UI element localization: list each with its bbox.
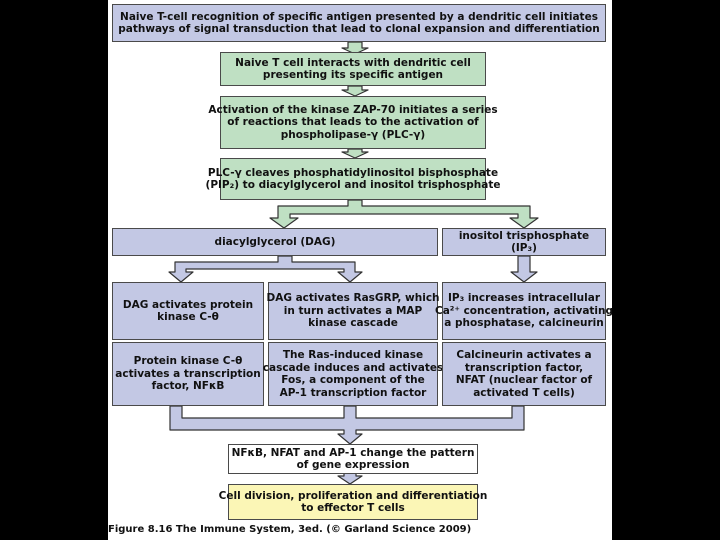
merge-line-1: NFκB, NFAT and AP-1 change the pattern (231, 446, 475, 459)
c2b-line-3: Fos, a component of the (281, 374, 425, 386)
c2a-line-2: in turn activates a MAP (283, 304, 423, 317)
column-box-dag-rasgrp: DAG activates RasGRP, which in turn acti… (266, 282, 440, 340)
column-box-pkc-nfkb: Protein kinase C-θ activates a transcrip… (112, 342, 264, 406)
step3-line-1: PLC-γ cleaves phosphatidylinositol bisph… (207, 166, 499, 179)
header-line-2: pathways of signal transduction that lea… (118, 23, 600, 35)
final-line-1: Cell division, proliferation and differe… (218, 489, 488, 502)
column-box-dag-pkc: DAG activates protein kinase C-θ (112, 282, 264, 340)
c2a-line-3: kinase cascade (308, 317, 398, 330)
c2b-line-1: The Ras-induced kinase (282, 349, 424, 361)
branch-dag-label: diacylglycerol (DAG) (214, 235, 336, 248)
merge-line-2: of gene expression (296, 459, 410, 471)
step2-line-1: Activation of the kinase ZAP-70 initiate… (208, 103, 498, 116)
step2-line-2: of reactions that leads to the activatio… (227, 116, 479, 129)
c3b-line-3: NFAT (nuclear factor of (455, 374, 593, 386)
c3a-line-3: a phosphatase, calcineurin (444, 317, 604, 330)
column-box-ip3-calcium: IP₃ increases intracellular Ca²⁺ concent… (435, 282, 613, 340)
final-line-2: to effector T cells (301, 502, 405, 514)
step1-line-1: Naive T cell interacts with dendritic ce… (235, 56, 471, 69)
final-box-effector-cells: Cell division, proliferation and differe… (219, 484, 487, 520)
step-box-zap70-activation: Activation of the kinase ZAP-70 initiate… (208, 96, 498, 149)
step-box-plc-cleavage: PLC-γ cleaves phosphatidylinositol bisph… (206, 158, 500, 200)
step2-line-3: phospholipase-γ (PLC-γ) (280, 128, 426, 141)
merge-box-gene-expression: NFκB, NFAT and AP-1 change the pattern o… (228, 444, 478, 474)
step-box-t-cell-interaction: Naive T cell interacts with dendritic ce… (220, 52, 486, 86)
c1a-line-2: kinase C-θ (157, 311, 219, 323)
c3a-line-2: Ca²⁺ concentration, activating (434, 304, 614, 317)
step3-line-2: (PIP₂) to diacylglycerol and inositol tr… (205, 179, 501, 191)
figure-caption: Figure 8.16 The Immune System, 3ed. (© G… (108, 524, 471, 535)
c1b-line-2: activates a transcription (115, 367, 261, 380)
header-box: Naive T-cell recognition of specific ant… (112, 4, 606, 42)
c3b-line-1: Calcineurin activates a (456, 349, 592, 361)
step1-line-2: presenting its specific antigen (262, 69, 444, 81)
c3b-line-2: transcription factor, (464, 361, 584, 374)
branch-box-ip3: inositol trisphosphate (IP₃) (442, 228, 606, 256)
c1a-line-1: DAG activates protein (122, 298, 254, 311)
c1b-line-1: Protein kinase C-θ (133, 355, 243, 368)
column-box-ras-fos: The Ras-induced kinase cascade induces a… (263, 342, 443, 406)
c3a-line-1: IP₃ increases intracellular (447, 292, 601, 305)
caption-source: The Immune System, 3ed. (© Garland Scien… (172, 524, 472, 535)
column-box-calcineurin-nfat: Calcineurin activates a transcription fa… (442, 342, 606, 406)
c1b-line-3: factor, NFκB (151, 380, 225, 393)
c2a-line-1: DAG activates RasGRP, which (266, 292, 440, 305)
c3b-line-4: activated T cells) (473, 386, 575, 399)
c2b-line-4: AP-1 transcription factor (279, 386, 427, 399)
branch-box-dag: diacylglycerol (DAG) (112, 228, 438, 256)
caption-figure-number: Figure 8.16 (108, 524, 173, 535)
c2b-line-2: cascade induces and activates (262, 361, 444, 374)
header-line-1: Naive T-cell recognition of specific ant… (120, 10, 598, 23)
branch-ip3-label: inositol trisphosphate (IP₃) (458, 229, 590, 255)
